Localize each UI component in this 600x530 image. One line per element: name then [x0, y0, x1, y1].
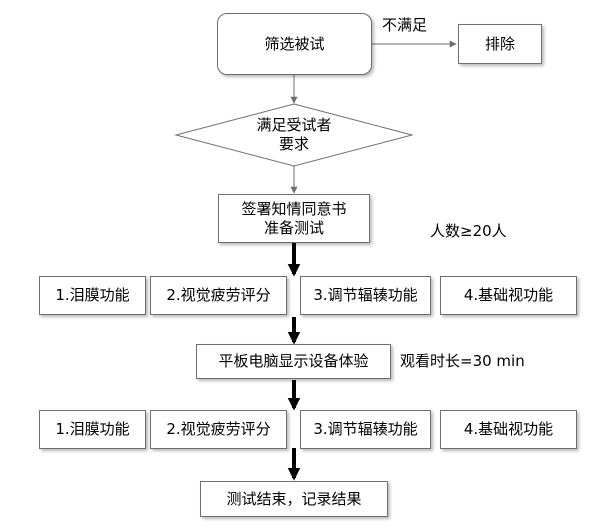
pre-test-fatigue-box: 2.视觉疲劳评分	[150, 276, 287, 315]
not-met-label: 不满足	[382, 16, 428, 34]
exclude-box: 排除	[458, 24, 542, 64]
pre-test-basic-vision-text: 4.基础视功能	[463, 286, 554, 304]
consent-box: 签署知情同意书 准备测试	[218, 194, 370, 243]
pre-test-basic-vision-box: 4.基础视功能	[440, 276, 577, 315]
criteria-line-1: 满足受试者	[256, 116, 332, 134]
post-test-fatigue-box: 2.视觉疲劳评分	[150, 410, 287, 449]
criteria-text: 满足受试者 要求	[196, 114, 392, 156]
post-test-basic-vision-text: 4.基础视功能	[463, 420, 554, 438]
tablet-experience-box: 平板电脑显示设备体验	[196, 344, 391, 379]
pre-test-fatigue-text: 2.视觉疲劳评分	[166, 286, 271, 304]
test-end-text: 测试结束，记录结果	[226, 489, 362, 508]
participants-label: 人数≥20人	[430, 222, 507, 240]
post-test-fatigue-text: 2.视觉疲劳评分	[166, 420, 271, 438]
pre-test-accommodation-box: 3.调节辐辏功能	[300, 276, 431, 315]
tablet-experience-text: 平板电脑显示设备体验	[218, 352, 369, 370]
exclude-text: 排除	[484, 34, 515, 53]
post-test-basic-vision-box: 4.基础视功能	[440, 410, 577, 449]
test-end-box: 测试结束，记录结果	[200, 481, 388, 517]
duration-label: 观看时长=30 min	[400, 352, 525, 370]
pre-test-accommodation-text: 3.调节辐辏功能	[313, 286, 418, 304]
post-test-accommodation-text: 3.调节辐辏功能	[313, 420, 418, 438]
screen-participants-text: 筛选被试	[264, 34, 325, 53]
post-test-accommodation-box: 3.调节辐辏功能	[300, 410, 431, 449]
post-test-tear-film-box: 1.泪膜功能	[39, 410, 146, 449]
criteria-line-2: 要求	[278, 135, 309, 153]
pre-test-tear-film-text: 1.泪膜功能	[55, 286, 130, 304]
consent-line-2: 准备测试	[263, 218, 324, 237]
consent-line-1: 签署知情同意书	[241, 199, 347, 218]
pre-test-tear-film-box: 1.泪膜功能	[39, 276, 146, 315]
post-test-tear-film-text: 1.泪膜功能	[55, 420, 130, 438]
screen-participants-box: 筛选被试	[217, 13, 372, 75]
